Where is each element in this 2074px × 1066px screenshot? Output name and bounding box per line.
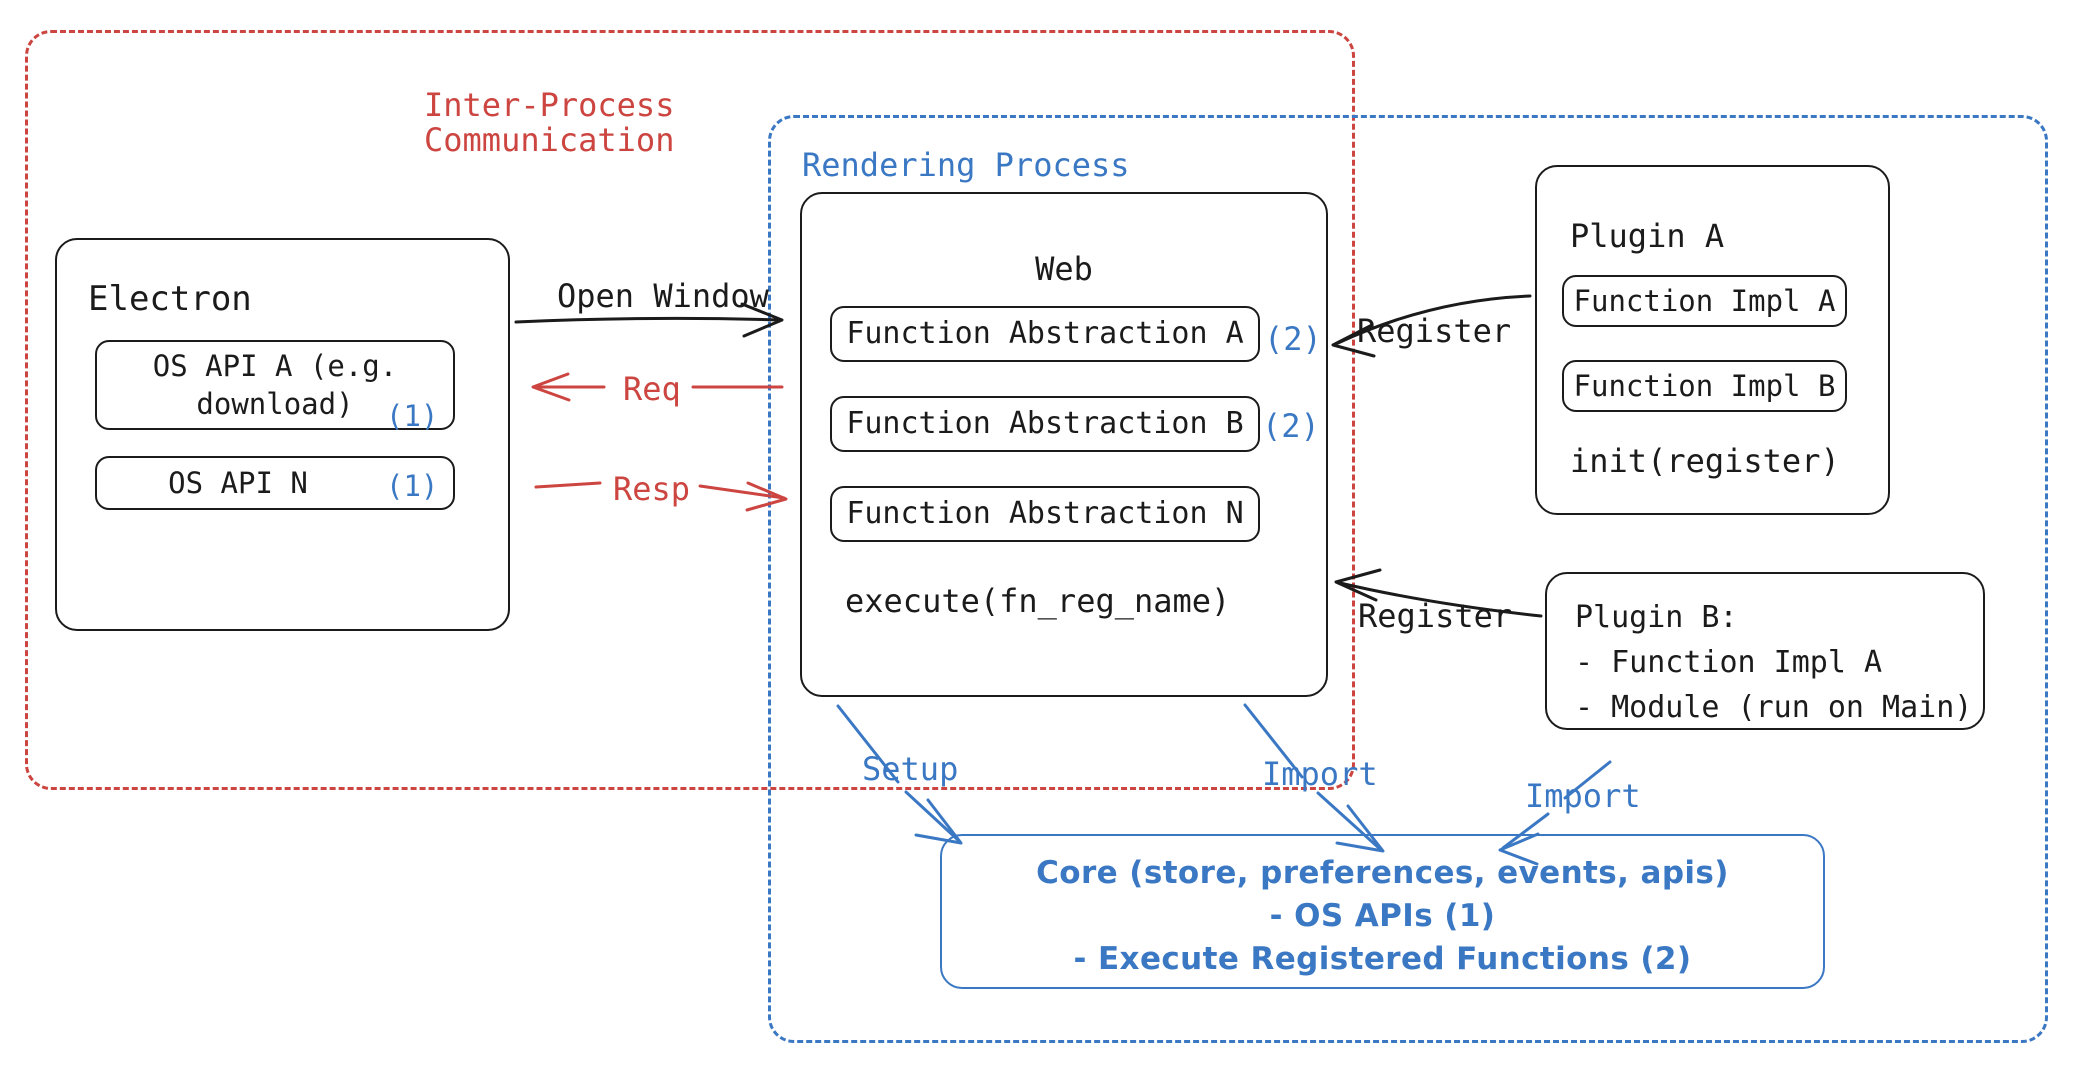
group-ipc-label-line2: Communication [424, 121, 675, 159]
edge-label-resp: Resp [613, 470, 691, 508]
web-title: Web [1035, 250, 1093, 288]
plugin-b-item-2: - Module (run on Main) [1575, 690, 1973, 725]
function-abstraction-b-box[interactable]: Function Abstraction B [830, 396, 1260, 452]
function-abstraction-a-box[interactable]: Function Abstraction A [830, 306, 1260, 362]
os-api-n-box[interactable]: OS API N [95, 456, 455, 510]
function-abstraction-a-label: Function Abstraction A [846, 316, 1244, 352]
core-line-3: - Execute Registered Functions (2) [1073, 940, 1692, 977]
edge-label-register-a: Register [1357, 312, 1512, 350]
function-abstraction-n-box[interactable]: Function Abstraction N [830, 486, 1260, 542]
group-inter-process-communication [25, 30, 1355, 790]
plugin-a-title: Plugin A [1570, 217, 1725, 255]
group-ipc-label-line1: Inter-Process [424, 86, 675, 124]
plugin-b-item-1: - Function Impl A [1575, 645, 1883, 680]
plugin-a-function-impl-a-label: Function Impl A [1573, 283, 1836, 318]
os-api-a-marker: (1) [386, 399, 439, 433]
function-abstraction-b-marker: (2) [1262, 407, 1320, 445]
edge-label-register-b: Register [1358, 597, 1513, 635]
edge-label-req: Req [623, 370, 681, 408]
electron-title: Electron [88, 279, 252, 319]
edge-label-open-window: Open Window [557, 277, 769, 315]
core-line-1: Core (store, preferences, events, apis) [1036, 855, 1729, 891]
plugin-a-function-impl-a-box[interactable]: Function Impl A [1562, 275, 1847, 327]
plugin-b-title: Plugin B: [1575, 600, 1738, 635]
electron-box [55, 238, 510, 631]
os-api-a-label: OS API A (e.g. download) [152, 348, 398, 421]
os-api-a-box[interactable]: OS API A (e.g. download) [95, 340, 455, 430]
edge-label-import-plugin: Import [1525, 777, 1641, 815]
plugin-a-init-label: init(register) [1570, 442, 1840, 480]
os-api-n-label: OS API N [168, 465, 308, 500]
edge-label-import-web: Import [1262, 755, 1378, 793]
core-text-block: Core (store, preferences, events, apis) … [940, 852, 1825, 980]
function-abstraction-n-label: Function Abstraction N [846, 496, 1244, 532]
plugin-a-function-impl-b-label: Function Impl B [1573, 368, 1836, 403]
group-rendering-process [768, 115, 2048, 1043]
plugin-b-box [1545, 572, 1985, 730]
plugin-a-box [1535, 165, 1890, 515]
web-execute-label: execute(fn_reg_name) [845, 582, 1231, 620]
group-rendering-process-label: Rendering Process [802, 146, 1130, 184]
function-abstraction-b-label: Function Abstraction B [846, 406, 1244, 442]
plugin-a-function-impl-b-box[interactable]: Function Impl B [1562, 360, 1847, 412]
edge-label-setup: Setup [862, 750, 959, 788]
core-line-2: - OS APIs (1) [1269, 897, 1496, 934]
os-api-n-marker: (1) [386, 469, 439, 503]
function-abstraction-a-marker: (2) [1264, 320, 1322, 358]
